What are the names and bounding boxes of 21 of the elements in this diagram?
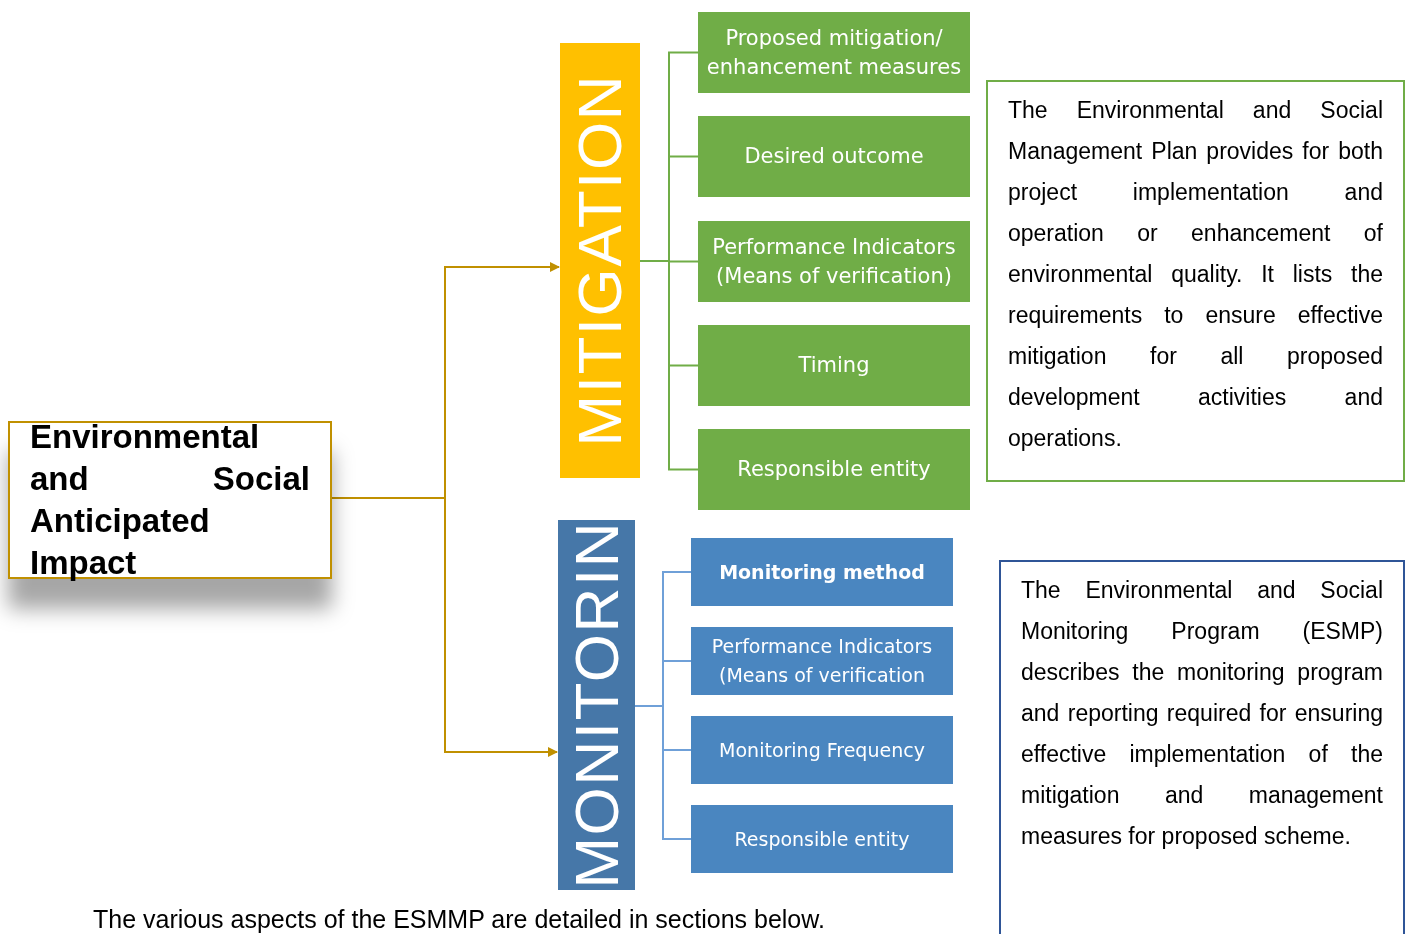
category-label: MITIGATION xyxy=(569,74,631,447)
item-box: Desired outcome xyxy=(698,116,970,197)
impact-box xyxy=(8,421,332,579)
item-box: Responsible entity xyxy=(691,805,953,873)
caption: The various aspects of the ESMMP are detailed in sections below. xyxy=(93,904,825,934)
category-bar xyxy=(560,43,640,478)
item-box: Monitoring Frequency xyxy=(691,716,953,784)
description-text: The Environmental and Social Management Plan provides for both project implementation and operation or enhancement of environmental quality. It lists the requirements to ensure effective mitigation for all proposed development activities and operations. xyxy=(1008,96,1383,453)
item-box: Monitoring method xyxy=(691,538,953,606)
connector xyxy=(634,705,692,840)
description-text: The Environmental and Social Monitoring Program (ESMP) describes the monitoring program and reporting required for ensuring effective implementation of the mitigation and management measures for proposed scheme. xyxy=(1021,576,1383,851)
item-box: Performance Indicators (Means of verification xyxy=(691,627,953,695)
impact-title: Environmental and Social Anticipated Impact xyxy=(30,417,310,583)
category-label: MONITORIN xyxy=(565,521,628,889)
item-box: Performance Indicators (Means of verification) xyxy=(698,221,970,302)
item-box: Proposed mitigation/ enhancement measures xyxy=(698,12,970,93)
item-box: Responsible entity xyxy=(698,429,970,510)
note-box xyxy=(999,560,1405,934)
item-box: Timing xyxy=(698,325,970,406)
category-bar xyxy=(558,520,635,890)
note-box xyxy=(986,80,1405,482)
